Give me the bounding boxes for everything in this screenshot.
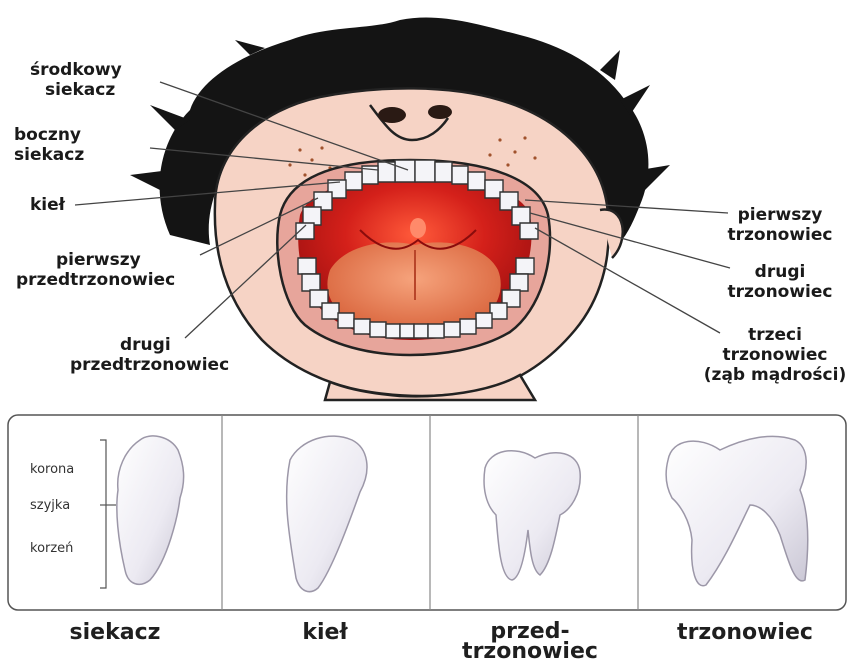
label-trzeci-trzonowiec: trzeci trzonowiec (ząb mądrości) [700,325,850,385]
label-pierwszy-trzonowiec: pierwszy trzonowiec [720,205,840,245]
part-korzen: korzeń [30,541,73,556]
label-drugi-przedtrzonowiec: drugi przedtrzonowiec [70,335,229,375]
label-drugi-trzonowiec: drugi trzonowiec [720,262,840,302]
caption-siekacz: siekacz [40,622,190,644]
part-szyjka: szyjka [30,498,70,513]
caption-przedtrzonowiec: przed- trzonowiec [440,622,620,662]
part-korona: korona [30,462,74,477]
label-pierwszy-przedtrzonowiec: pierwszy przedtrzonowiec [16,250,175,290]
label-boczny-siekacz: boczny siekacz [14,125,84,165]
label-kiel: kieł [30,195,65,215]
caption-kiel: kieł [250,622,400,644]
label-srodkowy-siekacz: środkowy siekacz [30,60,122,100]
caption-trzonowiec: trzonowiec [660,622,830,644]
